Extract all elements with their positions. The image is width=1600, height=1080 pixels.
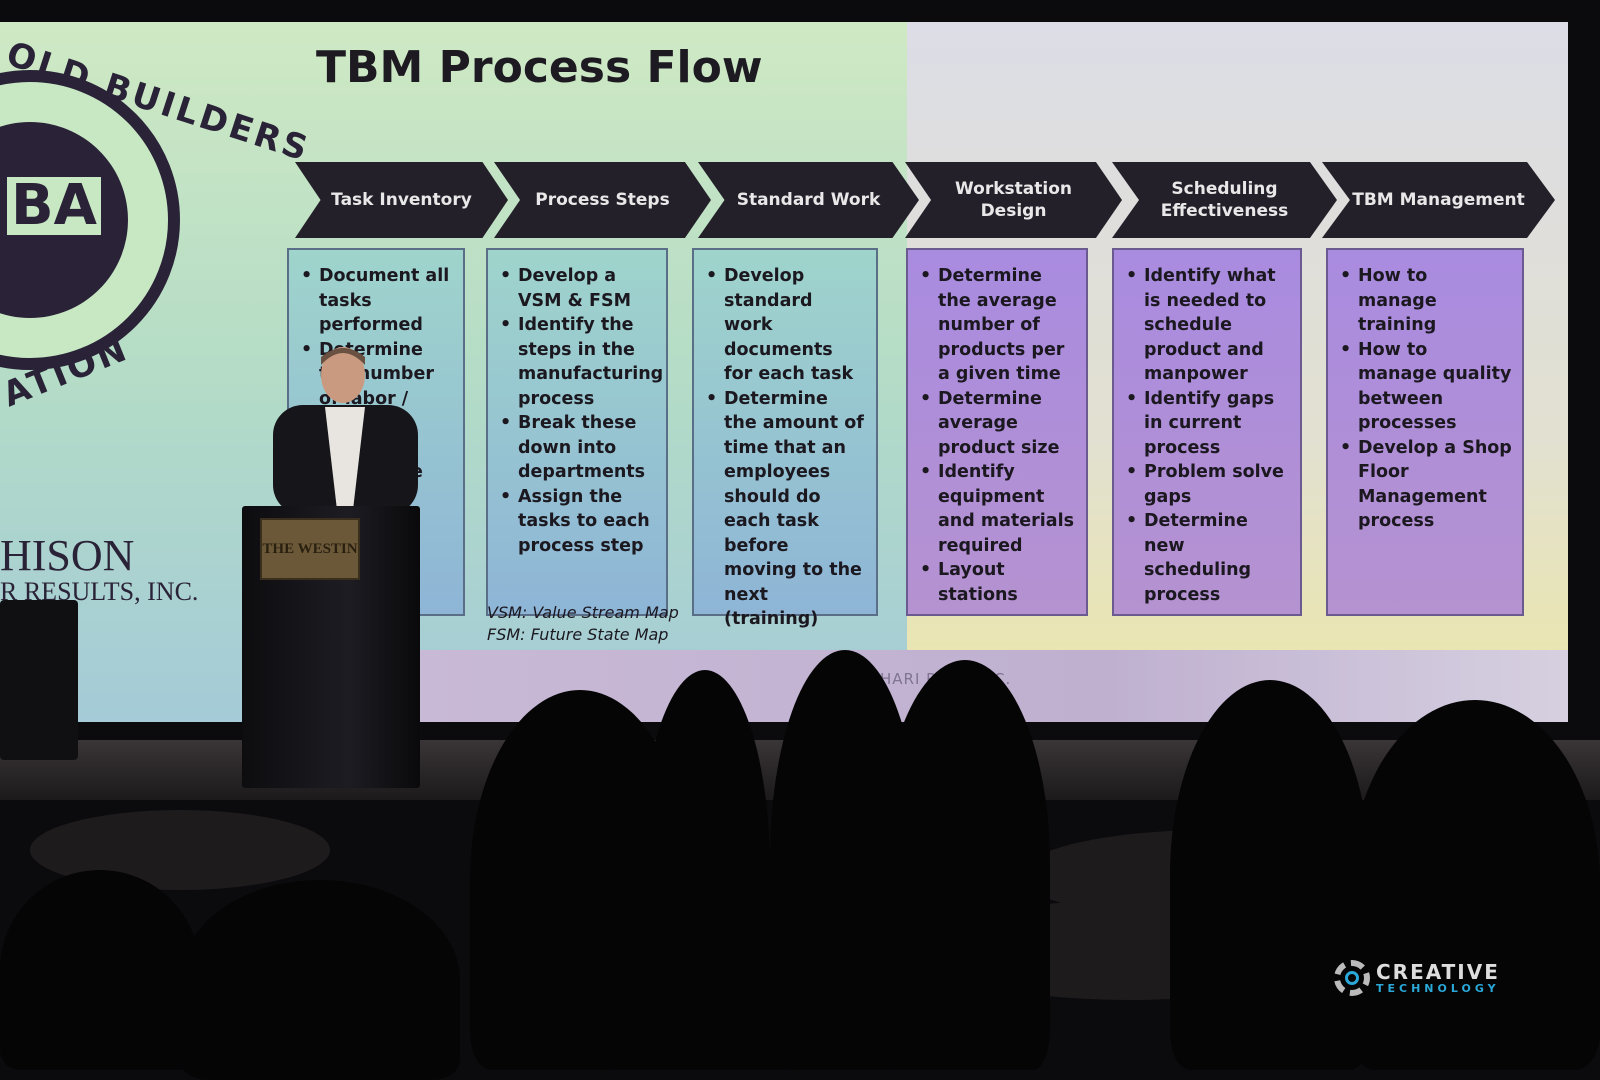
bullet-item: How to manage training xyxy=(1340,264,1512,338)
bullet-item: Assign the tasks to each process step xyxy=(500,485,656,559)
bullet-item: Identify the steps in the manufacturing … xyxy=(500,313,663,411)
process-step-box: Develop standard work documents for each… xyxy=(692,248,878,629)
process-step-box: Develop a VSM & FSMIdentify the steps in… xyxy=(486,248,668,616)
audience-silhouette xyxy=(1170,680,1370,1070)
process-step-box: How to manage trainingHow to manage qual… xyxy=(1326,248,1524,616)
bullet-item: Problem solve gaps xyxy=(1126,460,1290,509)
bullet-item: Identify what is needed to schedule prod… xyxy=(1126,264,1290,387)
slide-title: TBM Process Flow xyxy=(316,42,763,93)
bullet-item: Identify equipment and materials require… xyxy=(920,460,1076,558)
process-step-header: TBM Management xyxy=(1322,162,1555,238)
bullet-item: Develop standard work documents for each… xyxy=(706,264,866,387)
process-step-header: Process Steps xyxy=(494,162,711,238)
bullet-item: Determine average product size xyxy=(920,387,1076,461)
audience-silhouette xyxy=(1350,700,1600,1070)
bullet-item: How to manage quality between processes xyxy=(1340,338,1512,436)
audience-silhouette xyxy=(180,880,460,1080)
side-table xyxy=(0,600,78,760)
bullet-item: Develop a VSM & FSM xyxy=(500,264,656,313)
presenter xyxy=(273,347,418,515)
process-step-header: Standard Work xyxy=(698,162,919,238)
process-step-header: Task Inventory xyxy=(295,162,508,238)
bullet-item: Break these down into departments xyxy=(500,411,656,485)
bullet-item: Layout stations xyxy=(920,558,1076,607)
bullet-item: Develop a Shop Floor Management process xyxy=(1340,436,1512,534)
process-step-box: Determine the average number of products… xyxy=(906,248,1088,616)
process-step-header: Workstation Design xyxy=(905,162,1122,238)
gear-icon xyxy=(1334,960,1370,996)
podium-plaque: THE WESTIN xyxy=(260,518,360,580)
sponsor-name: HISON xyxy=(0,531,135,580)
process-step-header: Scheduling Effectiveness xyxy=(1112,162,1337,238)
audience-silhouette xyxy=(880,660,1050,1070)
bullet-item: Identify gaps in current process xyxy=(1126,387,1290,461)
bullet-item: Document all tasks performed xyxy=(301,264,453,338)
projection-screen: HARI RESU INC. BA OLD BUILDERS ATION HIS… xyxy=(0,22,1568,722)
bullet-item: Determine new scheduling process xyxy=(1126,509,1290,607)
audience-silhouette xyxy=(0,870,200,1070)
audience-silhouette xyxy=(600,820,800,1070)
bullet-item: Determine the amount of time that an emp… xyxy=(706,387,866,632)
process-step-box: Identify what is needed to schedule prod… xyxy=(1112,248,1302,616)
bullet-item: Determine the average number of products… xyxy=(920,264,1076,387)
